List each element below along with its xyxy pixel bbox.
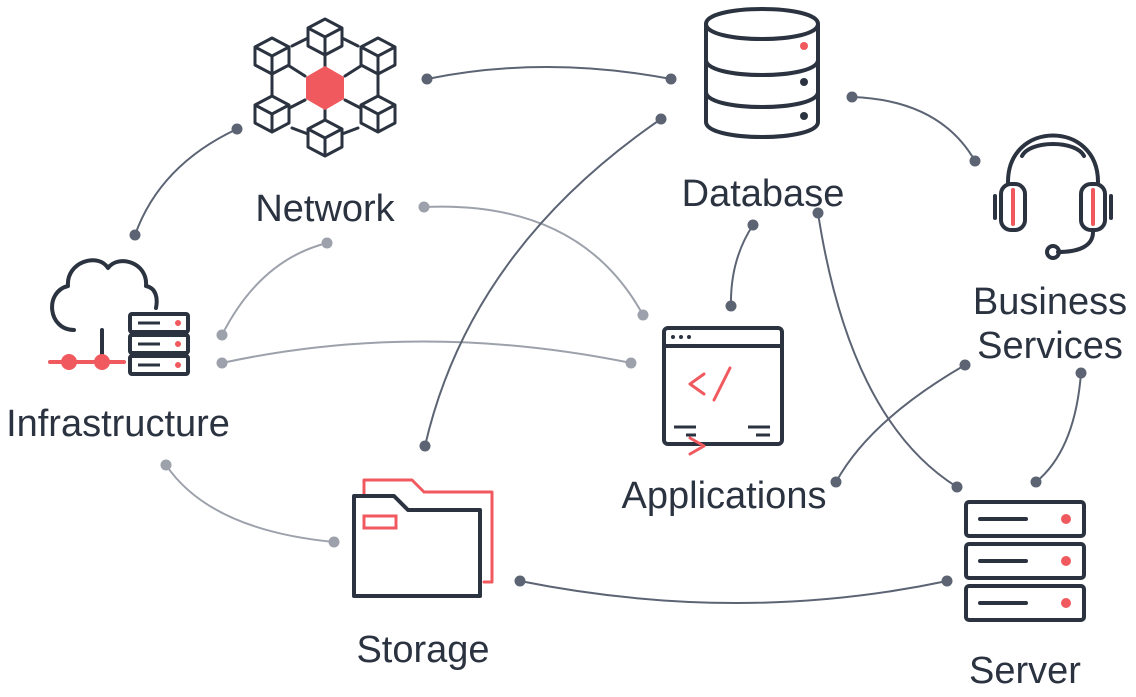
folder-icon bbox=[352, 478, 494, 598]
network-hex-icon bbox=[253, 17, 397, 158]
business-services-label-line1: Business bbox=[973, 281, 1127, 323]
server-rack-icon bbox=[964, 500, 1086, 622]
infrastructure-label: Infrastructure bbox=[6, 403, 230, 445]
business-services-label-line2: Services bbox=[977, 325, 1123, 367]
node-infrastructure: Infrastructure bbox=[6, 258, 230, 445]
cube-lower-right bbox=[359, 94, 397, 134]
node-storage: Storage bbox=[352, 478, 494, 671]
edge-database-server bbox=[812, 207, 963, 493]
edge-database-storage bbox=[419, 113, 667, 452]
edge-network-database bbox=[421, 66, 677, 85]
edge-infrastructure-applications bbox=[216, 340, 637, 369]
cube-lower-left bbox=[253, 94, 291, 134]
server-label: Server bbox=[969, 650, 1081, 692]
edge-infrastructure-storage bbox=[160, 459, 340, 548]
cube-upper-left bbox=[253, 36, 291, 76]
edge-database-applications bbox=[725, 219, 759, 312]
cube-bottom bbox=[306, 118, 344, 158]
node-network: Network bbox=[253, 17, 397, 230]
storage-label: Storage bbox=[356, 629, 489, 671]
edge-infrastructure-network bbox=[216, 237, 333, 341]
node-applications: Applications bbox=[622, 326, 827, 517]
edge-database-business bbox=[846, 91, 981, 167]
edge-network-infrastructure bbox=[129, 123, 243, 241]
node-server: Server bbox=[964, 500, 1086, 692]
database-icon bbox=[704, 7, 820, 139]
code-window-icon bbox=[662, 326, 784, 456]
mini-server-rack bbox=[128, 312, 190, 376]
cube-top bbox=[306, 17, 344, 57]
node-business-services: Business Services bbox=[973, 133, 1127, 367]
node-database: Database bbox=[682, 7, 845, 215]
edges bbox=[129, 66, 1087, 604]
database-label: Database bbox=[682, 173, 845, 215]
edge-network-applications bbox=[418, 201, 649, 321]
edge-business-applications bbox=[830, 359, 971, 488]
edge-storage-server bbox=[514, 575, 953, 604]
edge-business-server bbox=[1030, 367, 1087, 488]
applications-label: Applications bbox=[622, 475, 827, 517]
network-label: Network bbox=[255, 188, 395, 230]
headset-icon bbox=[993, 133, 1113, 260]
cube-upper-right bbox=[359, 36, 397, 76]
cloud-server-icon bbox=[48, 258, 190, 376]
